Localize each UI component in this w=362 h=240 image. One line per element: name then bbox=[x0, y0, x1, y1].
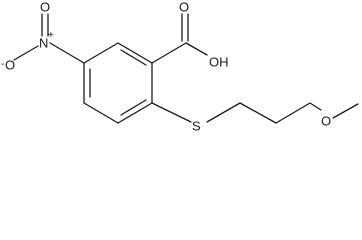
nitro-nitrogen-charge: + bbox=[48, 30, 54, 41]
c3-to-oxygen-bond bbox=[309, 102, 322, 111]
sulfur-to-c1-bond bbox=[206, 102, 241, 123]
chemical-structure: O OH N + O - O S O bbox=[1, 0, 359, 133]
ring-to-sulfur-bond bbox=[151, 102, 192, 123]
hydroxyl-label: OH bbox=[209, 54, 229, 69]
c1-to-c2-bond bbox=[239, 102, 277, 124]
carboxylic-acid-group: O OH bbox=[151, 0, 229, 69]
sulfur-label: S bbox=[192, 118, 201, 133]
nitro-minus-oxygen-label: O bbox=[5, 57, 15, 72]
ether-oxygen-label: O bbox=[321, 113, 331, 128]
ring-bond-4 bbox=[83, 102, 119, 124]
methoxypropylthio-chain: S O bbox=[151, 102, 359, 133]
benzene-ring bbox=[83, 42, 153, 124]
c2-to-c3-bond bbox=[275, 102, 311, 124]
ring-to-carboxyl-bond bbox=[151, 42, 187, 64]
nitro-single-bond bbox=[13, 45, 39, 61]
carbonyl-oxygen-label: O bbox=[179, 0, 189, 14]
ring-to-nitro-bond bbox=[49, 42, 85, 64]
ring-bond-1 bbox=[117, 42, 153, 64]
carboxyl-oh-bond bbox=[185, 42, 208, 56]
ring-bond-6 bbox=[83, 42, 119, 64]
nitro-double-oxygen-label: O bbox=[40, 0, 50, 14]
ring-inner-bond-2 bbox=[120, 99, 147, 116]
nitro-oxygen-charge: - bbox=[1, 59, 4, 70]
ring-bond-3 bbox=[117, 102, 153, 124]
oxygen-to-methyl-bond bbox=[332, 103, 359, 119]
nitro-group: N + O - O bbox=[1, 0, 85, 72]
nitro-nitrogen-label: N bbox=[39, 35, 48, 50]
ring-inner-bond-1 bbox=[120, 49, 147, 66]
